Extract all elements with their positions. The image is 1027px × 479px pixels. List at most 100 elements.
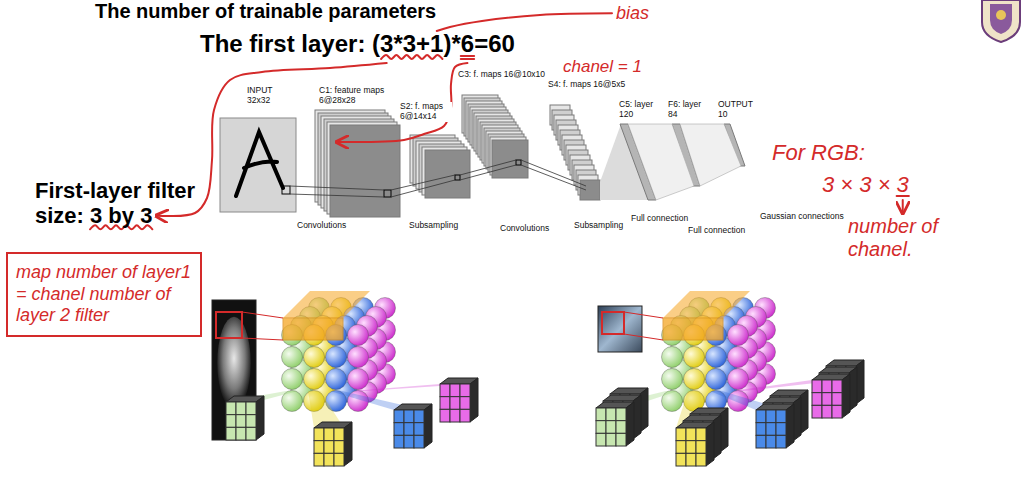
- neuron-sphere: [326, 369, 347, 390]
- receptive-field: [384, 190, 391, 197]
- filter-kernel: [256, 396, 264, 440]
- neuron-sphere: [684, 347, 705, 368]
- filter-kernel: [606, 408, 616, 421]
- neuron-sphere: [684, 369, 705, 390]
- operation-label: Gaussian connections: [760, 212, 844, 222]
- layer-label: C5: layer 120: [619, 100, 663, 120]
- filter-kernel: [756, 410, 766, 423]
- operation-label: Convolutions: [500, 224, 549, 234]
- filter-kernel: [226, 415, 236, 428]
- filter-kernel: [236, 427, 246, 440]
- input-image: [598, 306, 642, 352]
- university-crest: [996, 10, 1006, 20]
- filter-kernel: [812, 405, 822, 418]
- layer-label: F6: layer 84: [668, 100, 708, 120]
- filter-kernel: [822, 380, 832, 393]
- filter-kernel: [822, 393, 832, 406]
- filter-kernel: [450, 409, 460, 422]
- filter-kernel: [832, 393, 842, 406]
- filter-kernel: [616, 408, 626, 421]
- filter-kernel: [404, 435, 414, 448]
- filter-kernel: [696, 428, 706, 441]
- filter-size-note: First-layer filter size: 3 by 3: [35, 178, 220, 229]
- convolution-illustration: [212, 291, 864, 466]
- filter-kernel: [766, 435, 776, 448]
- input-image: [217, 317, 250, 409]
- filter-kernel: [696, 453, 706, 466]
- filter-kernel: [596, 408, 606, 421]
- receptive-field: [455, 175, 460, 180]
- receptive-slab: [663, 291, 750, 318]
- filter-kernel: [394, 410, 404, 423]
- filter-kernel: [596, 433, 606, 446]
- receptive-field: [516, 160, 521, 165]
- filter-kernel: [756, 435, 766, 448]
- operation-label: Convolutions: [297, 221, 346, 231]
- filter-kernel: [414, 423, 424, 436]
- filter-kernel: [334, 453, 344, 466]
- filter-kernel: [394, 435, 404, 448]
- lenet-figure: [220, 95, 745, 217]
- neuron-sphere: [348, 347, 369, 368]
- filter-kernel: [460, 409, 470, 422]
- projection-line: [391, 180, 455, 197]
- filter-kernel: [414, 410, 424, 423]
- filter-kernel: [246, 427, 256, 440]
- filter-kernel: [236, 415, 246, 428]
- filter-kernel: [404, 410, 414, 423]
- projection-line: [290, 194, 384, 197]
- university-crest: [982, 0, 1020, 42]
- filter-kernel: [696, 441, 706, 454]
- filter-kernel: [314, 453, 324, 466]
- filter-kernel: [414, 435, 424, 448]
- input-image: [212, 300, 256, 440]
- layer-label: C1: feature maps 6@28x28: [319, 86, 399, 106]
- projection-line: [624, 312, 663, 318]
- filter-kernel: [812, 393, 822, 406]
- filter-kernel: [334, 441, 344, 454]
- filter-kernel: [236, 402, 246, 415]
- neuron-sphere: [348, 325, 369, 346]
- connection-wedge: [680, 124, 741, 186]
- layer-label: C3: f. maps 16@10x10: [458, 70, 545, 80]
- university-crest: [990, 4, 1012, 34]
- receptive-field: [282, 186, 290, 194]
- neuron-sphere: [728, 347, 749, 368]
- filter-kernel: [226, 427, 236, 440]
- neuron-sphere: [282, 347, 303, 368]
- filter-kernel: [450, 397, 460, 410]
- filter-kernel: [246, 415, 256, 428]
- operation-label: Subsampling: [409, 221, 458, 231]
- operation-label: Subsampling: [574, 221, 623, 231]
- feature-map: [580, 180, 600, 200]
- handwritten-note: For RGB:: [772, 140, 865, 165]
- letter-drawing: [236, 132, 283, 196]
- projection-line: [521, 165, 586, 190]
- layer-label: OUTPUT 10: [718, 100, 758, 120]
- filter-kernel: [776, 410, 786, 423]
- filter-kernel: [334, 428, 344, 441]
- operation-label: Full connection: [631, 214, 688, 224]
- input-image: [220, 118, 296, 212]
- neuron-sphere: [728, 369, 749, 390]
- neuron-sphere: [326, 347, 347, 368]
- filter-kernel: [314, 441, 324, 454]
- receptive-slab: [283, 291, 370, 318]
- projection-line: [624, 334, 663, 340]
- filter-kernel: [324, 428, 334, 441]
- filter-kernel: [596, 421, 606, 434]
- neuron-sphere: [706, 347, 727, 368]
- double-underline: [461, 58, 474, 60]
- leader-arrow: [902, 200, 904, 212]
- university-crest: [982, 0, 1020, 42]
- filter-kernel: [226, 402, 236, 415]
- neuron-sphere: [282, 369, 303, 390]
- neuron-sphere: [304, 369, 325, 390]
- filter-kernel: [706, 422, 714, 466]
- filter-kernel: [424, 404, 432, 448]
- handwritten-note: chanel = 1: [563, 57, 642, 77]
- filter-kernel: [832, 405, 842, 418]
- filter-kernel: [686, 441, 696, 454]
- filter-kernel: [470, 378, 478, 422]
- neuron-sphere: [662, 347, 683, 368]
